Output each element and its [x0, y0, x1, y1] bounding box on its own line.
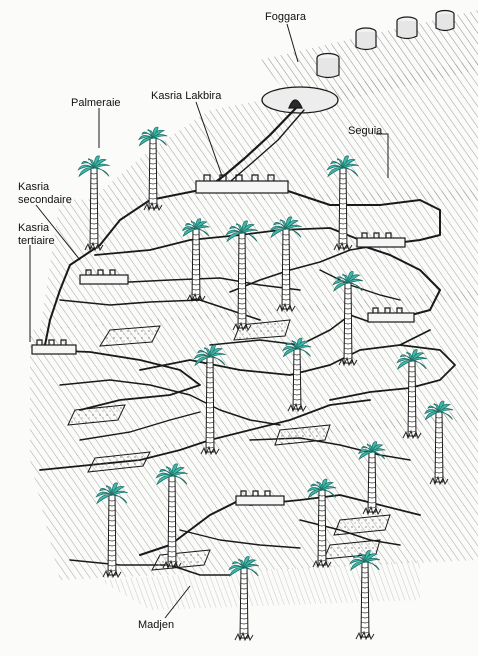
- label-palmeraie: Palmeraie: [71, 97, 121, 109]
- well-shaft-icon: [356, 28, 376, 50]
- label-seguia: Seguia: [348, 125, 382, 137]
- label-kasria-tertiaire-line2: tertiaire: [18, 235, 55, 247]
- well-shaft-icon: [317, 54, 339, 78]
- label-foggara: Foggara: [265, 11, 306, 23]
- well-shaft-icon: [397, 17, 417, 39]
- label-kasria-tertiaire-line1: Kasria: [18, 222, 49, 234]
- label-kasria-lakbira: Kasria Lakbira: [151, 90, 221, 102]
- label-kasria-secondaire-line2: secondaire: [18, 194, 72, 206]
- kasria-comb-icon: [196, 175, 288, 193]
- well-shaft-icon: [436, 11, 454, 31]
- foggara-outlet: [262, 87, 338, 113]
- label-kasria-secondaire-line1: Kasria: [18, 181, 49, 193]
- label-madjen: Madjen: [138, 619, 174, 631]
